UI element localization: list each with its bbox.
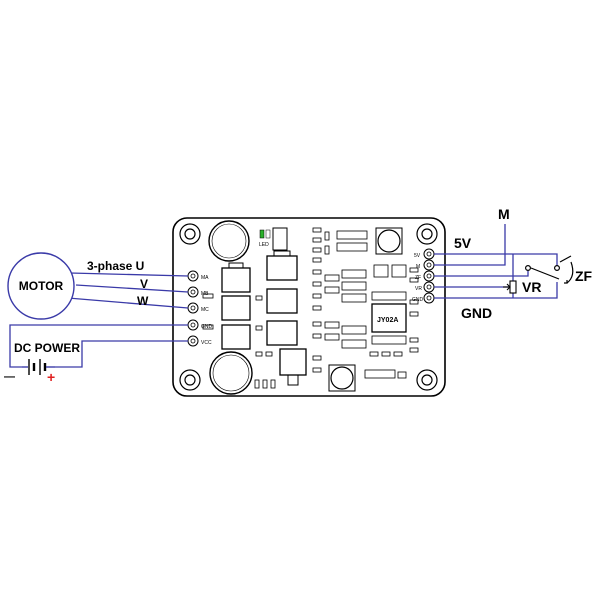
pad-m: M (416, 259, 435, 271)
wire-phase-u (69, 272, 189, 277)
wire-power-vcc (55, 340, 188, 368)
phase-w-label: W (137, 294, 149, 308)
right-wiring (434, 224, 558, 299)
mounting-hole-bottom-left (179, 369, 201, 391)
controller-chip: JY02A (371, 303, 407, 333)
phase-u-label: 3-phase U (87, 259, 144, 273)
pin-label-mb: MB (201, 291, 209, 297)
five-v-label: 5V (454, 235, 472, 251)
wire-m (434, 224, 506, 266)
wire-gnd (434, 282, 558, 299)
capacitor-small-bottom (328, 364, 356, 392)
led-label: LED (259, 242, 269, 248)
m-label: M (498, 206, 510, 222)
phase-v-label: V (140, 277, 148, 291)
mosfet-4 (266, 250, 298, 281)
zf-switch (524, 255, 574, 284)
wire-power-gnd (9, 324, 188, 368)
wire-phase-v (75, 284, 189, 293)
pad-zf: ZF (415, 270, 435, 282)
mosfet-3 (221, 324, 251, 350)
pin-label-mc: MC (201, 307, 209, 313)
right-terminal-block: 5V M ZF VR GND (412, 248, 435, 304)
minus-sign: — (4, 371, 15, 383)
pad-gnd-left: GND (187, 319, 213, 331)
pin-label-vcc: VCC (201, 340, 212, 346)
mosfet-2 (221, 295, 251, 321)
pin-label-gnd-right: GND (412, 297, 424, 303)
pin-label-gnd-left: GND (201, 324, 213, 330)
wire-phase-w (67, 297, 189, 309)
pad-gnd-right: GND (412, 292, 435, 304)
wire-zf (434, 271, 529, 277)
zf-label: ZF (575, 268, 593, 284)
motor: MOTOR (7, 252, 75, 320)
regulator (279, 348, 307, 386)
chip-label: JY02A (377, 317, 398, 324)
potentiometer (503, 280, 517, 294)
pin-label-ma: MA (201, 275, 209, 281)
left-wiring (9, 272, 189, 368)
mounting-hole-top-right (416, 223, 438, 245)
mosfet-1 (221, 262, 251, 293)
capacitor-top (208, 220, 250, 262)
pcb-board: LED JY02A (172, 217, 446, 397)
motor-label: MOTOR (19, 279, 64, 293)
mosfet-5 (266, 288, 298, 314)
pin-label-zf: ZF (415, 275, 421, 281)
gnd-label: GND (461, 305, 492, 321)
mosfet-6 (266, 320, 298, 346)
mounting-hole-top-left (179, 223, 201, 245)
smd-components (202, 227, 419, 389)
dc-power-label: DC POWER (14, 341, 80, 355)
pin-label-5v: 5V (414, 253, 421, 259)
left-terminal-block: MA MB MC GND VCC (187, 270, 213, 347)
pin-label-m: M (416, 264, 420, 270)
led-indicator (259, 229, 265, 239)
pad-mc: MC (187, 302, 209, 314)
pad-ma: MA (187, 270, 209, 282)
capacitor-small-top (375, 227, 403, 255)
pad-mb: MB (187, 286, 209, 298)
mounting-hole-bottom-right (416, 369, 438, 391)
capacitor-bottom (209, 351, 253, 395)
plus-sign: + (47, 369, 55, 385)
vr-label: VR (522, 279, 541, 295)
pin-label-vr: VR (415, 286, 422, 292)
pad-vcc: VCC (187, 335, 212, 347)
pad-5v: 5V (414, 248, 435, 260)
pad-vr: VR (415, 281, 435, 293)
wire-5v (434, 253, 558, 266)
battery-icon (22, 359, 55, 375)
